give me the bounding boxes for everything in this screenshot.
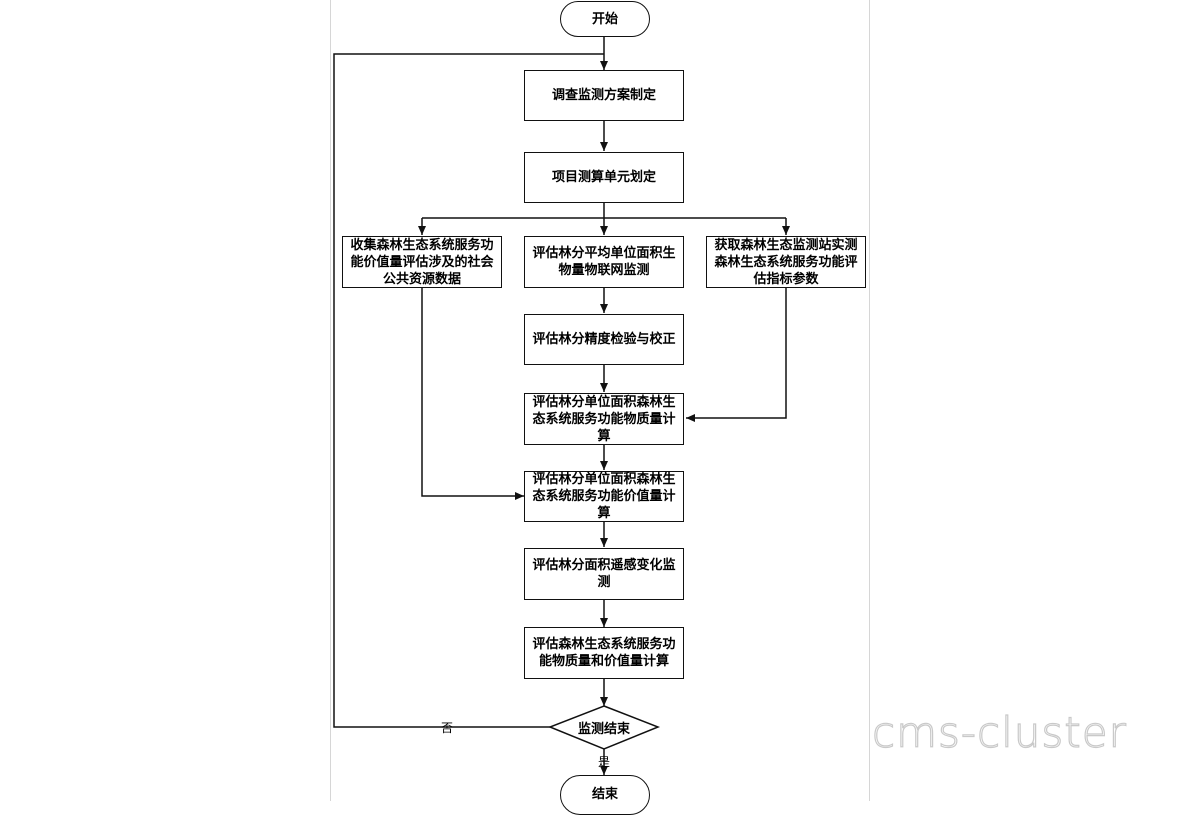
decision-diamond: [547, 705, 661, 750]
step-survey-plan: 调查监测方案制定: [524, 70, 684, 121]
start-node: 开始: [560, 1, 650, 37]
step-physical-quantity: 评估林分单位面积森林生态系统服务功能物质量计算: [524, 393, 684, 445]
branch-station-parameters: 获取森林生态监测站实测森林生态系统服务功能评估指标参数: [706, 236, 866, 288]
branch-collect-social-data: 收集森林生态系统服务功能价值量评估涉及的社会公共资源数据: [342, 236, 502, 288]
step-unit-division: 项目测算单元划定: [524, 152, 684, 203]
step-accuracy-check: 评估林分精度检验与校正: [524, 314, 684, 365]
step-remote-sensing: 评估林分面积遥感变化监测: [524, 548, 684, 600]
branch-biomass-iot-monitoring: 评估林分平均单位面积生物量物联网监测: [524, 236, 684, 288]
yes-label: 是: [598, 755, 611, 769]
watermark-logo: cms-cluster: [871, 707, 1127, 757]
decision-label: 监测结束: [577, 721, 630, 737]
end-node: 结束: [560, 775, 650, 815]
no-label: 否: [441, 721, 454, 735]
step-total-calculation: 评估森林生态系统服务功能物质量和价值量计算: [524, 627, 684, 679]
step-value-quantity: 评估林分单位面积森林生态系统服务功能价值量计算: [524, 471, 684, 522]
